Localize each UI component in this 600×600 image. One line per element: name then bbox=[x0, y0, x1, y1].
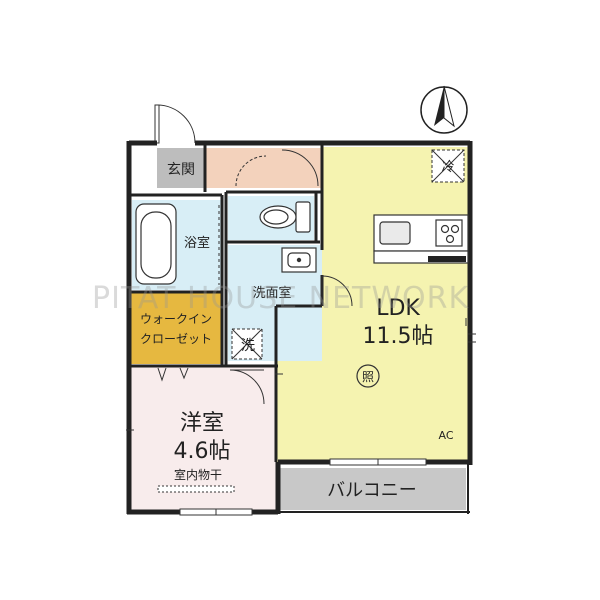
wash-basin-icon bbox=[281, 247, 317, 273]
ac-label: AC bbox=[438, 429, 453, 442]
walls bbox=[126, 140, 473, 515]
kitchen-counter-icon bbox=[373, 214, 469, 264]
washroom-door-icon bbox=[321, 275, 353, 307]
balcony-outline bbox=[278, 462, 470, 514]
bedroom-window bbox=[179, 508, 253, 516]
bathroom-label: 浴室 bbox=[184, 235, 210, 251]
north-arrow-icon bbox=[420, 85, 468, 134]
entrance-door-icon bbox=[154, 104, 196, 144]
toilet-icon bbox=[259, 201, 311, 233]
ldk-size-label: 11.5帖 bbox=[363, 324, 434, 349]
hall-door-icon bbox=[235, 149, 319, 187]
light-label: 照 bbox=[362, 370, 374, 384]
hall-floor bbox=[205, 148, 322, 188]
ceiling-light-icon bbox=[356, 364, 380, 388]
balcony-floor bbox=[278, 468, 466, 510]
balcony-label: バルコニー bbox=[327, 480, 417, 501]
drying-rail bbox=[157, 485, 235, 493]
balcony-window bbox=[329, 458, 427, 466]
ldk-name-label: LDK bbox=[376, 296, 420, 321]
closet-floor bbox=[130, 293, 222, 364]
closet-label-line1: ウォークイン bbox=[140, 312, 212, 326]
washer-label: 洗 bbox=[241, 338, 255, 354]
bathtub-icon bbox=[135, 203, 177, 285]
inner-walls bbox=[129, 143, 324, 462]
bedroom-door-icon bbox=[229, 369, 265, 405]
indoor-drying-label: 室内物干 bbox=[174, 467, 222, 482]
entrance-label: 玄関 bbox=[167, 161, 195, 178]
wall-switch-marks bbox=[126, 318, 476, 431]
washroom-label: 洗面室 bbox=[252, 285, 291, 301]
washer-box bbox=[231, 328, 263, 360]
fridge-box bbox=[431, 149, 465, 183]
closet-door-icon bbox=[157, 367, 189, 382]
ldk-floor bbox=[322, 147, 470, 462]
fridge-label: 冷 bbox=[441, 160, 454, 175]
bedroom-name-label: 洋室 bbox=[180, 411, 224, 436]
entrance-floor bbox=[157, 148, 205, 188]
bedroom-size-label: 4.6帖 bbox=[174, 439, 231, 464]
closet-label-line2: クローゼット bbox=[140, 332, 212, 346]
